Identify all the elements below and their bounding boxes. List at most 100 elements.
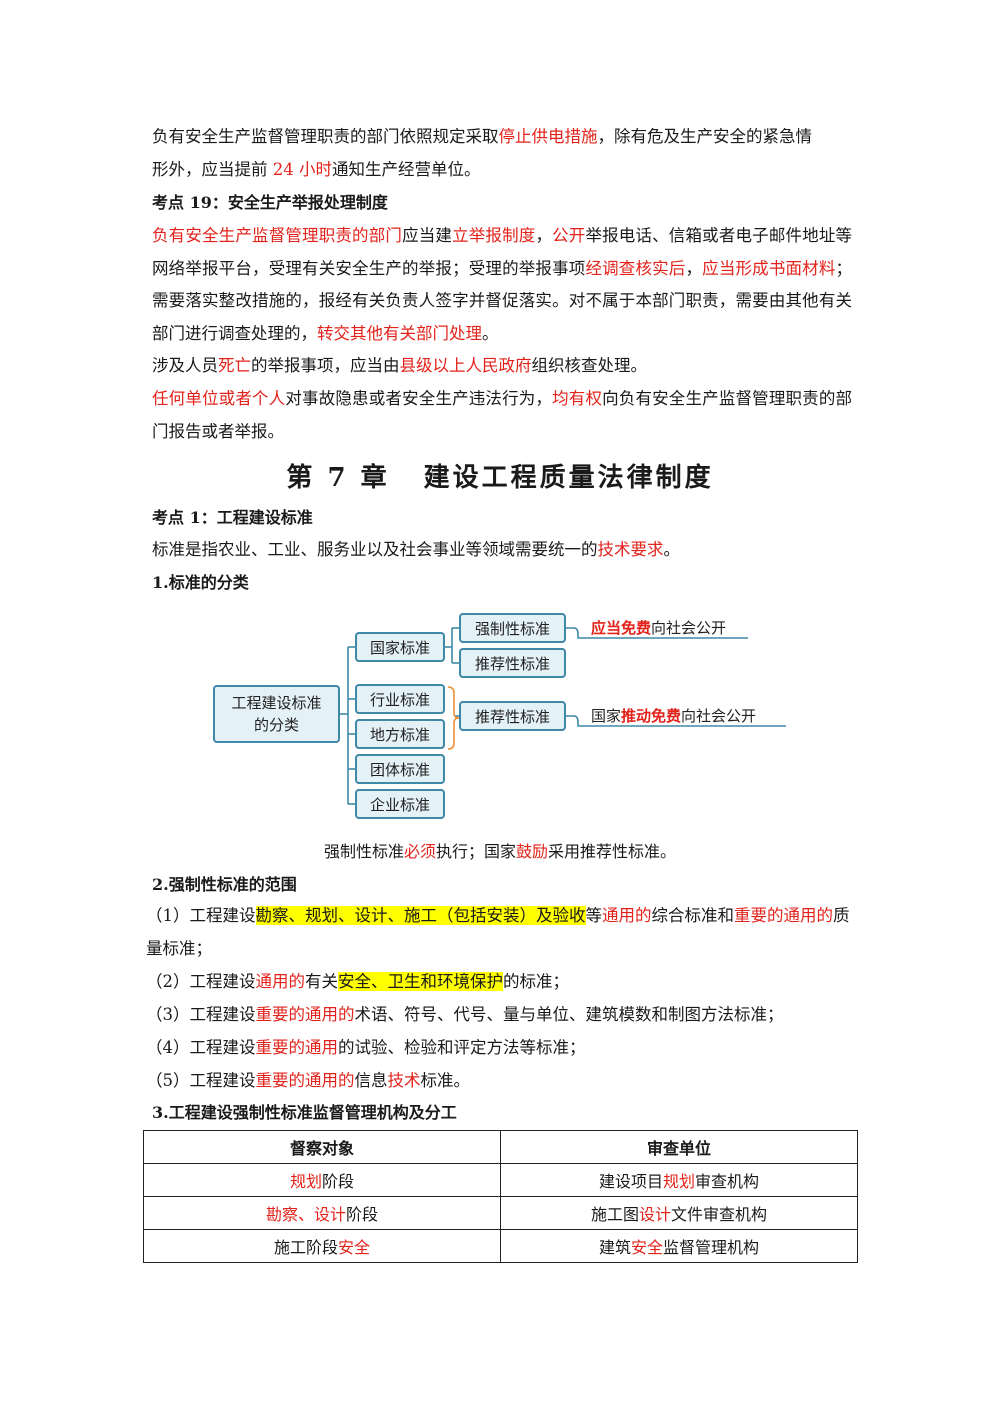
text-run: （4）工程建设	[146, 1038, 256, 1057]
text-run: ；需要落实整改措施的，报经有关负责人签字并督促落实。对不属于本部门职责，需要由其…	[152, 258, 853, 343]
table-header-row: 督察对象 审查单位	[143, 1130, 858, 1164]
text-run: 的举报事项，应当由	[251, 356, 400, 375]
emphasis-text: 技术	[387, 1071, 421, 1090]
emphasis-text: 负有安全生产监督管理职责的部门	[152, 226, 403, 245]
emphasis-text: 鼓励	[516, 842, 549, 861]
recommended-standard-node-1: 推荐性标准	[459, 648, 566, 678]
enterprise-standard-node: 企业标准	[355, 789, 445, 819]
text-run: 向社会公开	[651, 619, 727, 637]
table-row: 规划阶段 建设项目规划审查机构	[143, 1163, 858, 1197]
text-run: 强制性标准	[323, 842, 404, 861]
text-run: 审查机构	[695, 1172, 760, 1191]
text-run: 施工图	[590, 1205, 639, 1224]
chapter-title: 第 7 章 建设工程质量法律制度	[0, 458, 1000, 498]
text-run: 建筑	[598, 1238, 631, 1257]
text-run: 采用推荐性标准。	[548, 842, 677, 861]
emphasis-text: 转交其他有关部门处理	[317, 323, 482, 343]
emphasis-text: 应当免费	[591, 619, 652, 637]
table-cell: 施工图设计文件审查机构	[500, 1196, 858, 1230]
text-run: 有关	[305, 972, 338, 991]
text-run: 标准是指农业、工业、服务业以及社会事业等领域需要统一的	[152, 540, 598, 559]
table-row: 施工阶段安全 建筑安全监督管理机构	[143, 1229, 858, 1263]
scope-item-4: （4）工程建设重要的通用的试验、检验和评定方法等标准；	[146, 1032, 852, 1065]
group-standard-node: 团体标准	[355, 754, 445, 784]
emphasis-text: 公开	[552, 226, 586, 245]
kp19-paragraph-3: 任何单位或者个人对事故隐患或者安全生产违法行为，均有权向负有安全生产监督管理职责…	[152, 383, 852, 448]
text-run: 阶段	[322, 1172, 355, 1191]
chapter-name: 建设工程质量法律制度	[423, 463, 714, 493]
scope-item-5: （5）工程建设重要的通用的信息技术标准。	[146, 1065, 852, 1098]
text-run: 文件审查机构	[671, 1205, 768, 1224]
highlighted-text: 勘察、规划、设计、施工（包括安装）及验收	[255, 906, 586, 925]
emphasis-text: 必须	[403, 842, 436, 861]
emphasis-text: 重要的通用的	[734, 906, 833, 925]
text-run: 。	[482, 323, 499, 343]
emphasis-text: 停止供电措施	[498, 127, 598, 146]
text-run: 的试验、检验和评定方法等标准；	[338, 1038, 586, 1057]
root-node: 工程建设标准的分类	[213, 685, 340, 743]
text-run: 国家	[591, 707, 622, 725]
text-run: 组织核查处理。	[531, 356, 648, 375]
chapter-number: 第 7 章	[286, 463, 390, 493]
emphasis-text: 均有权	[552, 389, 603, 408]
text-run: 形外，应当提前	[152, 159, 273, 179]
intro-line-2: 形外，应当提前 24 小时通知生产经营单位。	[152, 154, 852, 187]
table-cell: 施工阶段安全	[143, 1229, 501, 1263]
text-run: （2）工程建设	[146, 972, 256, 991]
emphasis-text: 设计	[638, 1205, 671, 1224]
text-run: 向社会公开	[681, 707, 757, 725]
text-run: 建设项目	[598, 1172, 663, 1191]
mandatory-note: 应当免费向社会公开	[591, 617, 726, 638]
emphasis-text: 规划	[289, 1172, 322, 1191]
emphasis-text: 通用的	[255, 972, 306, 991]
recommended-standard-node-2: 推荐性标准	[459, 701, 566, 731]
text-run: 信息	[354, 1071, 388, 1090]
emphasis-text: 重要的通用的	[255, 1071, 355, 1090]
header-reviewer: 审查单位	[500, 1130, 858, 1164]
text-run: 标准。	[420, 1071, 471, 1090]
text-run: 负有安全生产监督管理职责的部门依照规定采取	[152, 127, 499, 146]
text-run: 通知生产经营单位。	[332, 159, 481, 179]
standards-classification-diagram: 工程建设标准的分类 国家标准 行业标准 地方标准 团体标准 企业标准 强制性标准…	[208, 605, 808, 827]
emphasis-text: 推动免费	[621, 707, 682, 725]
emphasis-text: 经调查核实后	[585, 258, 686, 278]
table-cell: 规划阶段	[143, 1163, 501, 1197]
connector-line	[566, 715, 786, 727]
scope-item-3: （3）工程建设重要的通用的术语、符号、代号、量与单位、建筑模数和制图方法标准；	[146, 999, 852, 1032]
kp19-paragraph-2: 涉及人员死亡的举报事项，应当由县级以上人民政府组织核查处理。	[152, 350, 852, 383]
emphasis-text: 应当形成书面材料	[702, 258, 836, 278]
recommended-note: 国家推动免费向社会公开	[591, 705, 756, 726]
kp19-heading: 考点 19：安全生产举报处理制度	[152, 193, 388, 212]
industry-standard-node: 行业标准	[355, 684, 445, 714]
emphasis-text: 安全	[630, 1238, 663, 1257]
text-run: 涉及人员	[152, 356, 218, 375]
emphasis-text: 勘察、设计	[265, 1205, 346, 1224]
emphasis-text: 规划	[662, 1172, 695, 1191]
kp1-heading: 考点 1：工程建设标准	[152, 508, 313, 527]
text-run: 等	[585, 906, 603, 925]
kp1-paragraph: 标准是指农业、工业、服务业以及社会事业等领域需要统一的技术要求。	[152, 534, 852, 567]
supervision-heading: 3.工程建设强制性标准监督管理机构及分工	[152, 1103, 457, 1122]
emphasis-text: 技术要求	[597, 540, 664, 559]
intro-line-1: 负有安全生产监督管理职责的部门依照规定采取停止供电措施，除有危及生产安全的紧急情	[152, 121, 852, 154]
emphasis-text: 重要的通用	[255, 1038, 339, 1057]
text-run: ，	[535, 226, 553, 245]
emphasis-text: 县级以上人民政府	[399, 356, 532, 375]
diagram-caption: 强制性标准必须执行；国家鼓励采用推荐性标准。	[0, 837, 1000, 867]
table-row: 勘察、设计阶段 施工图设计文件审查机构	[143, 1196, 858, 1230]
text-run: 向负有安全生产监督管理职责的部门报告或者举报。	[152, 389, 853, 441]
local-standard-node: 地方标准	[355, 719, 445, 749]
mandatory-standard-node: 强制性标准	[459, 613, 566, 643]
text-run: （1）工程建设	[146, 906, 256, 925]
text-run: （5）工程建设	[146, 1071, 256, 1090]
connector-line	[566, 627, 748, 639]
text-run: 术语、符号、代号、量与单位、建筑模数和制图方法标准；	[354, 1005, 784, 1024]
scope-item-2: （2）工程建设通用的有关安全、卫生和环境保护的标准；	[146, 966, 852, 999]
table-cell: 勘察、设计阶段	[143, 1196, 501, 1230]
table-cell: 建筑安全监督管理机构	[500, 1229, 858, 1263]
scope-item-1: （1）工程建设勘察、规划、设计、施工（包括安装）及验收等通用的综合标准和重要的通…	[146, 900, 852, 965]
text-run: 质量标准；	[146, 906, 850, 958]
text-run: 应当建	[402, 226, 453, 245]
table-cell: 建设项目规划审查机构	[500, 1163, 858, 1197]
